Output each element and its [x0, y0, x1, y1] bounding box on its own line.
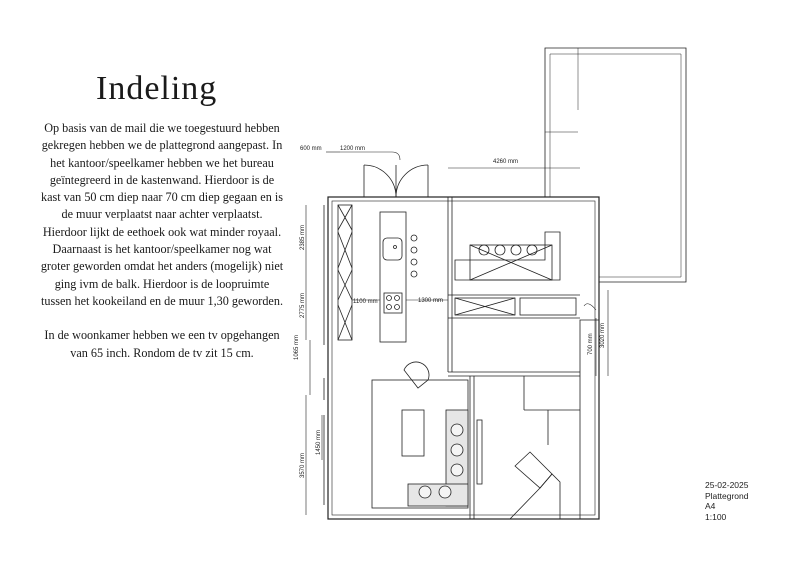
tv	[476, 419, 483, 485]
interior-walls	[447, 197, 580, 519]
drawing-name: Plattegrond	[705, 490, 749, 501]
drawing-scale: 1:100	[705, 511, 727, 522]
page-title: Indeling	[96, 70, 218, 107]
dim-1100: 1100 mm	[353, 299, 378, 305]
exterior-walls	[327, 47, 687, 520]
double-door	[363, 164, 429, 198]
kitchen-island	[379, 211, 418, 343]
description-text: Op basis van de mail die we toegestuurd …	[40, 120, 284, 379]
dim-2385: 2385 mm	[300, 225, 306, 250]
dim-4260: 4260 mm	[493, 159, 518, 165]
dimension-lines	[305, 151, 609, 515]
dim-3570: 3570 mm	[300, 453, 306, 478]
dim-1065: 1065 mm	[294, 335, 300, 360]
drawing-date: 25-02-2025	[705, 480, 749, 490]
description-paragraph-1: Op basis van de mail die we toegestuurd …	[40, 121, 284, 308]
corner-chair	[509, 451, 561, 520]
description-paragraph-2: In de woonkamer hebben we een tv opgehan…	[44, 328, 280, 360]
sofa	[407, 409, 469, 507]
dim-1300: 1300 mm	[418, 298, 443, 304]
kitchen-cabinets	[337, 204, 353, 341]
paper-format: A4	[705, 501, 716, 511]
title-block: 25-02-2025 Plattegrond A4 1:100	[705, 480, 748, 522]
office-cabinets	[454, 297, 577, 316]
dining-corner	[454, 231, 561, 281]
dim-700: 700 mm	[588, 333, 594, 355]
dim-3020: 3020 mm	[600, 323, 606, 348]
dim-2775: 2775 mm	[300, 293, 306, 318]
dim-600: 600 mm	[300, 146, 322, 152]
dim-1450: 1450 mm	[316, 430, 322, 455]
dimension-labels: 600 mm 1200 mm 4260 mm 2385 mm 2775 mm 1…	[294, 146, 606, 478]
dim-1200: 1200 mm	[340, 146, 365, 152]
